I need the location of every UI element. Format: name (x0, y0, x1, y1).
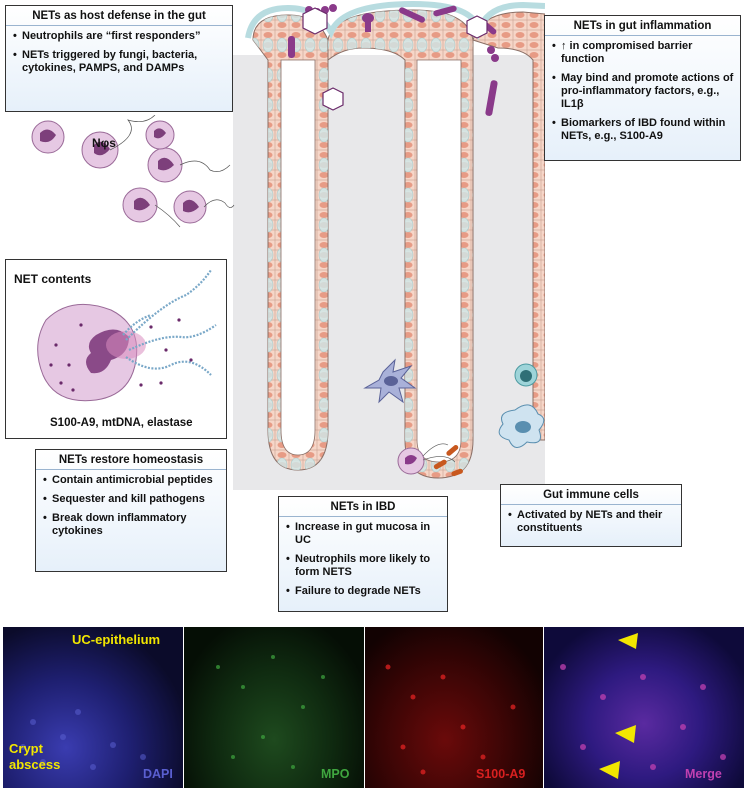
channel-label-dapi: DAPI (143, 767, 173, 781)
list-item: May bind and promote actions of pro-infl… (552, 72, 734, 111)
list-item: Sequester and kill pathogens (43, 493, 220, 506)
neutrophil-cluster (31, 115, 235, 228)
micrograph-mpo (184, 627, 364, 788)
uc-epithelium-label: UC-epithelium (72, 632, 161, 647)
ibd-title: NETs in IBD (279, 497, 447, 517)
micrograph-dapi (3, 627, 183, 788)
viruses (302, 7, 488, 111)
ibd-list: Increase in gut mucosa in UC Neutrophils… (279, 521, 447, 598)
host-defense-box: NETs as host defense in the gut Neutroph… (5, 5, 233, 112)
net-contents-box: NET contents S100-A9, mtDNA, elastase (5, 259, 227, 439)
channel-label-mpo: MPO (321, 767, 350, 781)
list-item: Biomarkers of IBD found within NETs, e.g… (552, 117, 734, 143)
immune-title: Gut immune cells (501, 485, 681, 505)
channel-label-s100a9: S100-A9 (476, 767, 526, 781)
neutrophils-label: Nφs (92, 136, 116, 150)
list-item: Neutrophils more likely to form NETS (286, 553, 441, 579)
host-defense-title: NETs as host defense in the gut (6, 6, 232, 26)
homeostasis-title: NETs restore homeostasis (36, 450, 226, 470)
ibd-box: NETs in IBD Increase in gut mucosa in UC… (278, 496, 448, 612)
homeostasis-box: NETs restore homeostasis Contain antimic… (35, 449, 227, 572)
list-item: ↑ in compromised barrier function (552, 40, 734, 66)
lumen-bacteria (288, 4, 499, 116)
gut-crypt-illustration (233, 0, 545, 490)
channel-label-merge: Merge (685, 767, 722, 781)
list-item: NETs triggered by fungi, bacteria, cytok… (13, 49, 226, 75)
net-contents-title: NET contents (14, 272, 92, 286)
dendritic-cell (363, 358, 417, 404)
list-item: Activated by NETs and their constituents (508, 509, 675, 535)
arrowhead-markers (599, 633, 638, 779)
inflammation-list: ↑ in compromised barrier function May bi… (545, 40, 740, 143)
micrograph-speckle (20, 633, 726, 779)
list-item: Contain antimicrobial peptides (43, 474, 220, 487)
macrophage (498, 404, 545, 448)
list-item: Break down inflammatory cytokines (43, 512, 220, 538)
list-item: Neutrophils are “first responders” (13, 30, 226, 43)
crypt-neutrophil (397, 443, 456, 475)
inflammation-title: NETs in gut inflammation (545, 16, 740, 36)
homeostasis-list: Contain antimicrobial peptides Sequester… (36, 474, 226, 538)
immune-list: Activated by NETs and their constituents (501, 509, 681, 535)
net-contents-caption: S100-A9, mtDNA, elastase (50, 417, 193, 429)
immune-box: Gut immune cells Activated by NETs and t… (500, 484, 682, 547)
net-contents-illustration (37, 269, 217, 402)
list-item: Failure to degrade NETs (286, 585, 441, 598)
inflammation-box: NETs in gut inflammation ↑ in compromise… (544, 15, 741, 161)
list-item: Increase in gut mucosa in UC (286, 521, 441, 547)
host-defense-list: Neutrophils are “first responders” NETs … (6, 30, 232, 75)
micrograph-merge (544, 627, 744, 788)
crypt-abscess-label: Crypt abscess (9, 741, 61, 772)
crypt-bacteria (433, 444, 463, 477)
